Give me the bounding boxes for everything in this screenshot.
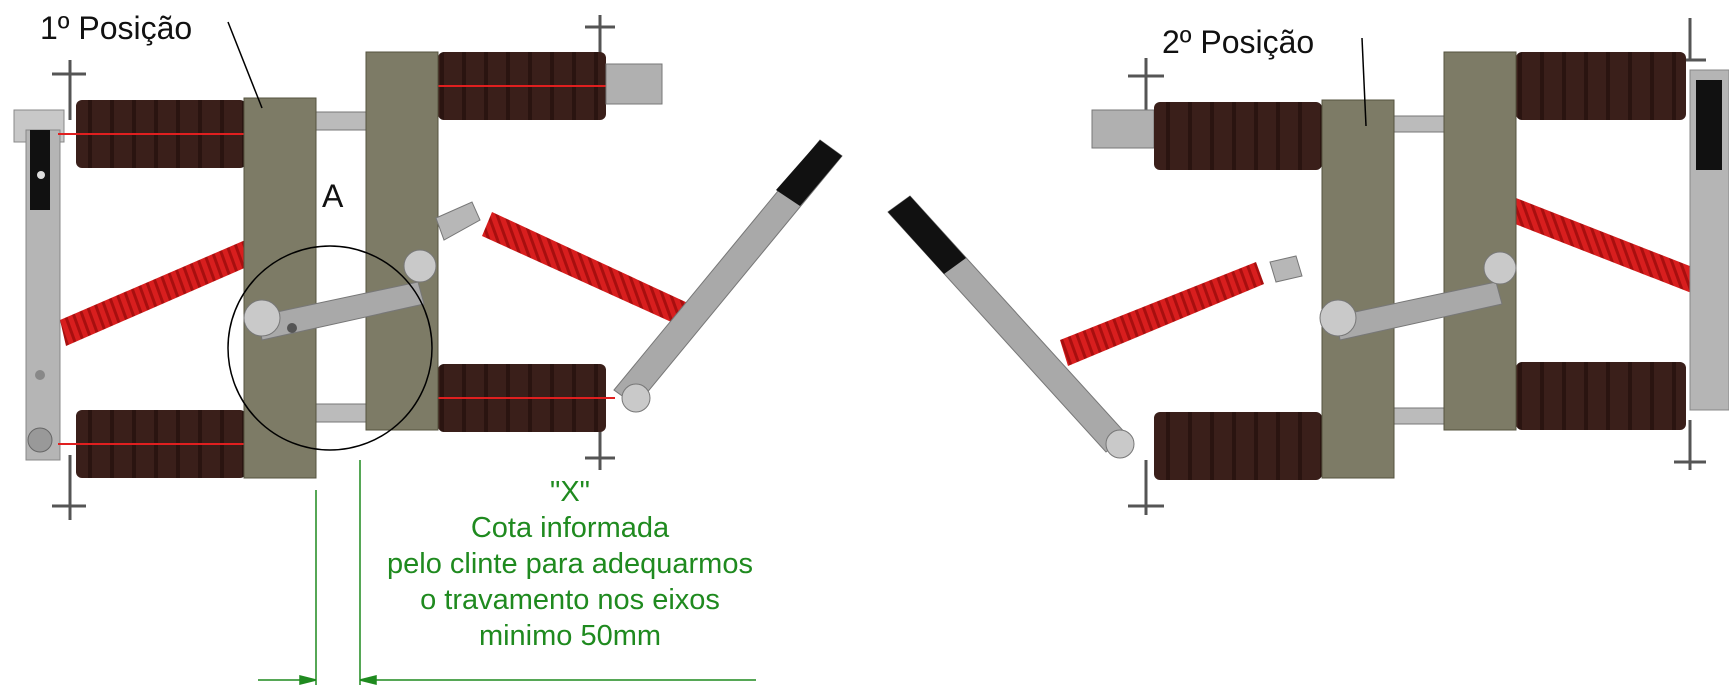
dimension-x: [258, 460, 756, 685]
detail-label: A: [322, 178, 344, 214]
position1-leader: [227, 21, 263, 109]
right-operating-rod: [482, 212, 690, 326]
right-insulators: [1154, 52, 1686, 480]
note-line-5: minimo 50mm: [478, 620, 662, 652]
note-line-2: Cota informada: [470, 512, 670, 544]
right-rod-upper: [1510, 198, 1700, 294]
left-switch-assembly: [13, 15, 843, 520]
right-blade: [887, 195, 1135, 459]
upper-terminal: [605, 63, 663, 105]
note-line-3: pelo clinte para adequarmos: [387, 548, 753, 580]
note-line-4: o travamento nos eixos: [420, 584, 720, 616]
left-operating-rod: [60, 238, 258, 346]
dimension-note: "X" Cota informada pelo clinte para adeq…: [380, 474, 760, 654]
detail-circle-a: [227, 245, 433, 451]
position2-leader: [1361, 37, 1367, 127]
right-switch-assembly: [887, 18, 1729, 515]
right-terminal: [1091, 109, 1155, 149]
frame-right: [365, 51, 439, 431]
frame-left: [243, 97, 317, 479]
note-line-1: "X": [550, 476, 590, 508]
right-rod-lower: [1060, 262, 1264, 366]
position1-label: 1º Posição: [40, 10, 193, 46]
left-side-bracket: [13, 109, 65, 461]
position2-label: 2º Posição: [1162, 24, 1315, 60]
left-blade: [613, 139, 843, 413]
right-frame-left: [1321, 99, 1395, 479]
right-frame-right: [1443, 51, 1517, 431]
left-insulators: [58, 52, 615, 478]
